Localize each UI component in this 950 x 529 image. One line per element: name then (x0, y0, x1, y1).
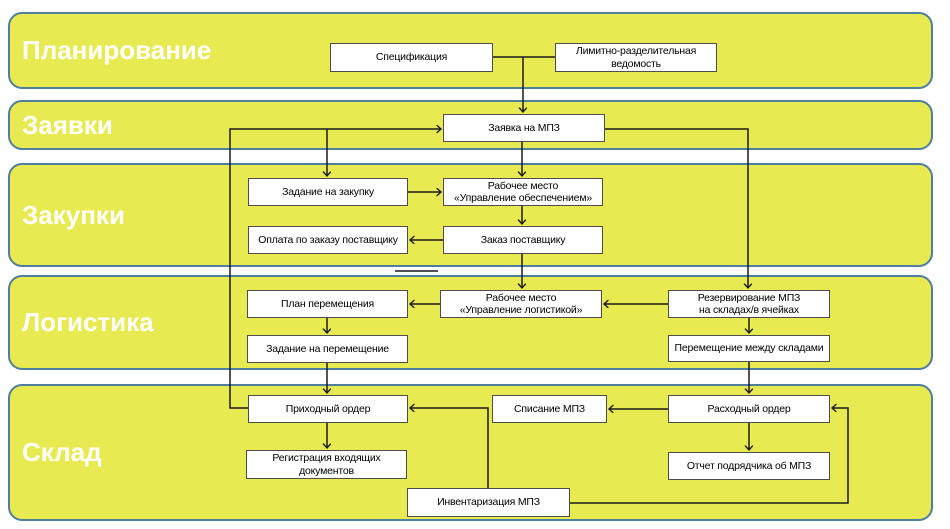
node-limit-sheet: Лимитно-разделительная ведомость (555, 43, 717, 72)
node-warehouse-transfer: Перемещение между складами (668, 335, 830, 362)
node-contractor-report: Отчет подрядчика об МПЗ (668, 452, 830, 480)
node-mpz-writeoff: Списание МПЗ (492, 395, 607, 423)
node-mpz-reservation: Резервирование МПЗ на складах/в ячейках (668, 290, 830, 318)
node-receipt-order: Приходный ордер (248, 395, 408, 423)
node-movement-plan: План перемещения (247, 290, 408, 318)
node-incoming-docs: Регистрация входящих документов (246, 450, 407, 479)
band-planning: Планирование (8, 12, 933, 89)
node-mpz-request: Заявка на МПЗ (443, 114, 605, 142)
node-logistics-workplace: Рабочее место «Управление логистикой» (440, 290, 602, 318)
band-label-requests: Заявки (22, 109, 113, 140)
node-purchase-task: Задание на закупку (248, 178, 408, 206)
band-label-planning: Планирование (22, 35, 212, 65)
node-specification: Спецификация (330, 43, 493, 72)
band-label-logistics: Логистика (22, 307, 154, 337)
node-supplier-payment: Оплата по заказу поставщику (248, 226, 408, 254)
node-expense-order: Расходный ордер (668, 395, 830, 423)
band-label-purchasing: Закупки (22, 199, 125, 230)
node-movement-task: Задание на перемещение (247, 335, 408, 363)
node-supply-workplace: Рабочее место «Управление обеспечением» (443, 178, 603, 206)
node-supplier-order: Заказ поставщику (443, 226, 603, 254)
node-mpz-inventory: Инвентаризация МПЗ (407, 488, 570, 517)
band-label-warehouse: Склад (22, 437, 102, 467)
